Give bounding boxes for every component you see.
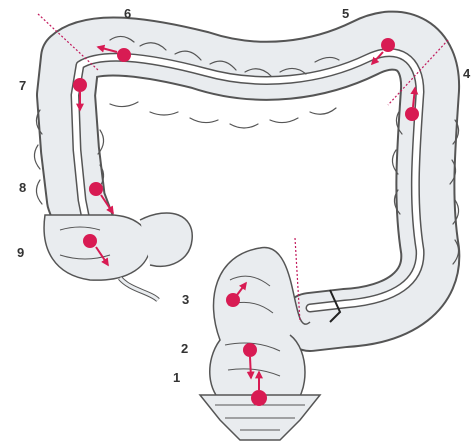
label-4: 4 <box>463 67 470 80</box>
label-9: 9 <box>17 246 24 259</box>
label-3: 3 <box>182 293 189 306</box>
label-8: 8 <box>19 181 26 194</box>
label-1: 1 <box>173 371 180 384</box>
label-7: 7 <box>19 79 26 92</box>
label-5: 5 <box>342 7 349 20</box>
label-6: 6 <box>124 7 131 20</box>
label-2: 2 <box>181 342 188 355</box>
cecum <box>44 213 192 300</box>
